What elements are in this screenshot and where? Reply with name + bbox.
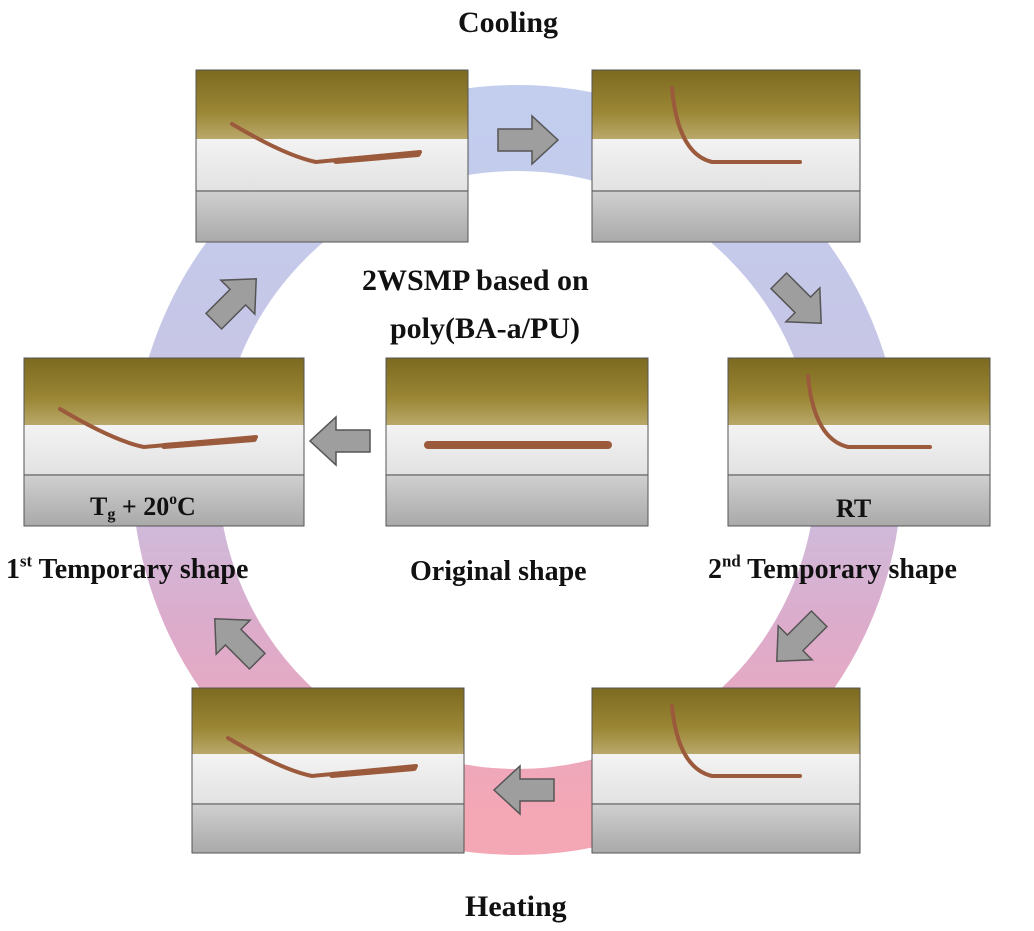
gray-block-arrow-icon [497,114,560,166]
sample-strip [670,86,802,164]
title-line-1: 2WSMP based on [362,264,589,297]
photo-heat-1 [191,687,465,854]
heating-label: Heating [465,890,567,923]
title-line-2: poly(BA-a/PU) [390,312,580,345]
photo-rt [727,357,991,527]
sample-strip [58,407,258,450]
gray-block-arrow-icon [308,415,371,467]
sample-strip [226,736,418,779]
first-temporary-shape-caption: 1st Temporary shape [6,551,249,585]
photo-heat-2 [591,687,861,854]
gray-block-arrow-icon [492,764,555,816]
photo-original [385,357,649,527]
sample-strip [806,374,932,449]
photo-cool-2 [591,69,861,243]
tg-temperature-label: Tg + 20oC [90,491,196,524]
gray-block-arrow-icon [776,609,829,662]
gray-block-arrow-icon [214,618,267,671]
gray-block-arrow-icon [204,278,257,331]
second-temporary-shape-caption: 2nd Temporary shape [708,551,957,585]
photo-tg [23,357,305,527]
photo-cool-1 [195,69,469,243]
cooling-label: Cooling [458,6,559,39]
sample-strip [670,704,802,778]
original-shape-caption: Original shape [410,556,587,587]
gray-block-arrow-icon [769,271,822,324]
rt-temperature-label: RT [836,494,872,523]
sample-strip [230,122,422,165]
